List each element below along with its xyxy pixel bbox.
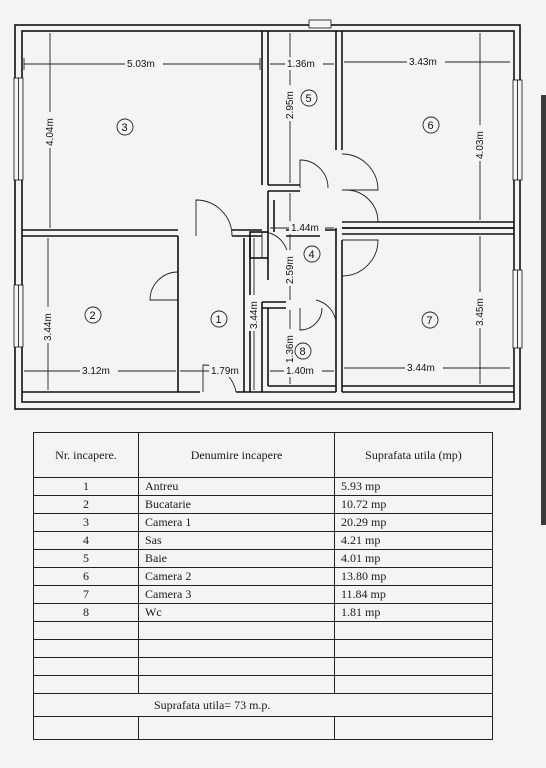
room-number-2: 2 <box>90 310 96 322</box>
cell-nr: 8 <box>33 603 139 622</box>
dim-room8-width: 1.40m <box>286 366 314 377</box>
dim-room5-width: 1.36m <box>287 59 315 70</box>
total-area-text: Suprafata utila= 73 m.p. <box>33 693 493 717</box>
cell-area: 5.93 mp <box>334 477 493 496</box>
room-number-7: 7 <box>427 315 433 327</box>
room-number-4: 4 <box>309 249 315 261</box>
table-row: 7 Camera 3 11.84 mp <box>33 585 493 604</box>
table-row: 8 Wc 1.81 mp <box>33 603 493 622</box>
dim-room6-width: 3.43m <box>409 57 437 68</box>
dim-room3-height: 4.04m <box>45 118 56 146</box>
cell-name: Baie <box>138 549 335 568</box>
cell-name: Wc <box>138 603 335 622</box>
dim-room8-height: 1.36m <box>285 335 296 363</box>
cell-area: 10.72 mp <box>334 495 493 514</box>
table-row: 5 Baie 4.01 mp <box>33 549 493 568</box>
header-area: Suprafata utila (mp) <box>334 432 493 478</box>
cell-area: 20.29 mp <box>334 513 493 532</box>
interior-walls <box>22 31 514 393</box>
rooms-table: Nr. incapere. Denumire incapere Suprafat… <box>33 432 493 740</box>
empty-row <box>33 639 493 658</box>
page-edge-shadow <box>541 95 546 525</box>
dim-room6-height: 4.03m <box>475 131 486 159</box>
table-row: 4 Sas 4.21 mp <box>33 531 493 550</box>
header-nr: Nr. incapere. <box>33 432 139 478</box>
room-number-5: 5 <box>306 93 312 105</box>
dim-hall-height: 2.59m <box>285 256 296 284</box>
table-row: 2 Bucatarie 10.72 mp <box>33 495 493 514</box>
room-number-6: 6 <box>428 120 434 132</box>
cell-nr: 5 <box>33 549 139 568</box>
cell-nr: 3 <box>33 513 139 532</box>
table-row: 3 Camera 1 20.29 mp <box>33 513 493 532</box>
dim-room7-width: 3.44m <box>407 363 435 374</box>
header-name: Denumire incapere <box>138 432 335 478</box>
floor-plan: 5.03m 4.04m 1.36m 2.95m 3.43m 4.03m 1.44… <box>13 19 523 410</box>
cell-name: Sas <box>138 531 335 550</box>
doors <box>149 153 379 393</box>
room-number-1: 1 <box>216 314 222 326</box>
cell-nr: 6 <box>33 567 139 586</box>
dim-hall-width: 1.44m <box>291 223 319 234</box>
room-area-table: Nr. incapere. Denumire incapere Suprafat… <box>33 432 493 740</box>
cell-area: 4.21 mp <box>334 531 493 550</box>
dim-room3-width: 5.03m <box>127 59 155 70</box>
cell-area: 13.80 mp <box>334 567 493 586</box>
table-row: 6 Camera 2 13.80 mp <box>33 567 493 586</box>
cell-nr: 1 <box>33 477 139 496</box>
cell-area: 4.01 mp <box>334 549 493 568</box>
cell-nr: 4 <box>33 531 139 550</box>
empty-row <box>33 675 493 694</box>
dimension-labels: 5.03m 4.04m 1.36m 2.95m 3.43m 4.03m 1.44… <box>41 55 486 377</box>
cell-name: Bucatarie <box>138 495 335 514</box>
dim-room2-height: 3.44m <box>43 313 54 341</box>
dim-room1-width: 1.79m <box>211 366 239 377</box>
cell-nr: 7 <box>33 585 139 604</box>
empty-row <box>33 657 493 676</box>
room-number-8: 8 <box>300 346 306 358</box>
table-row: 1 Antreu 5.93 mp <box>33 477 493 496</box>
total-row: Suprafata utila= 73 m.p. <box>33 693 493 717</box>
room-number-3: 3 <box>122 122 128 134</box>
empty-row <box>33 716 493 740</box>
dim-room7-height: 3.45m <box>475 298 486 326</box>
cell-name: Camera 2 <box>138 567 335 586</box>
cell-name: Camera 1 <box>138 513 335 532</box>
dim-room1-height: 3.44m <box>249 301 260 329</box>
cell-area: 1.81 mp <box>334 603 493 622</box>
cell-area: 11.84 mp <box>334 585 493 604</box>
cell-nr: 2 <box>33 495 139 514</box>
empty-row <box>33 621 493 640</box>
room-numbers: 3 5 6 4 2 1 8 7 <box>84 89 440 360</box>
dim-room5-height: 2.95m <box>285 91 296 119</box>
dimension-lines <box>23 33 510 390</box>
table-header-row: Nr. incapere. Denumire incapere Suprafat… <box>33 432 493 478</box>
cell-name: Antreu <box>138 477 335 496</box>
windows <box>13 19 523 349</box>
cell-name: Camera 3 <box>138 585 335 604</box>
dim-room2-width: 3.12m <box>82 366 110 377</box>
